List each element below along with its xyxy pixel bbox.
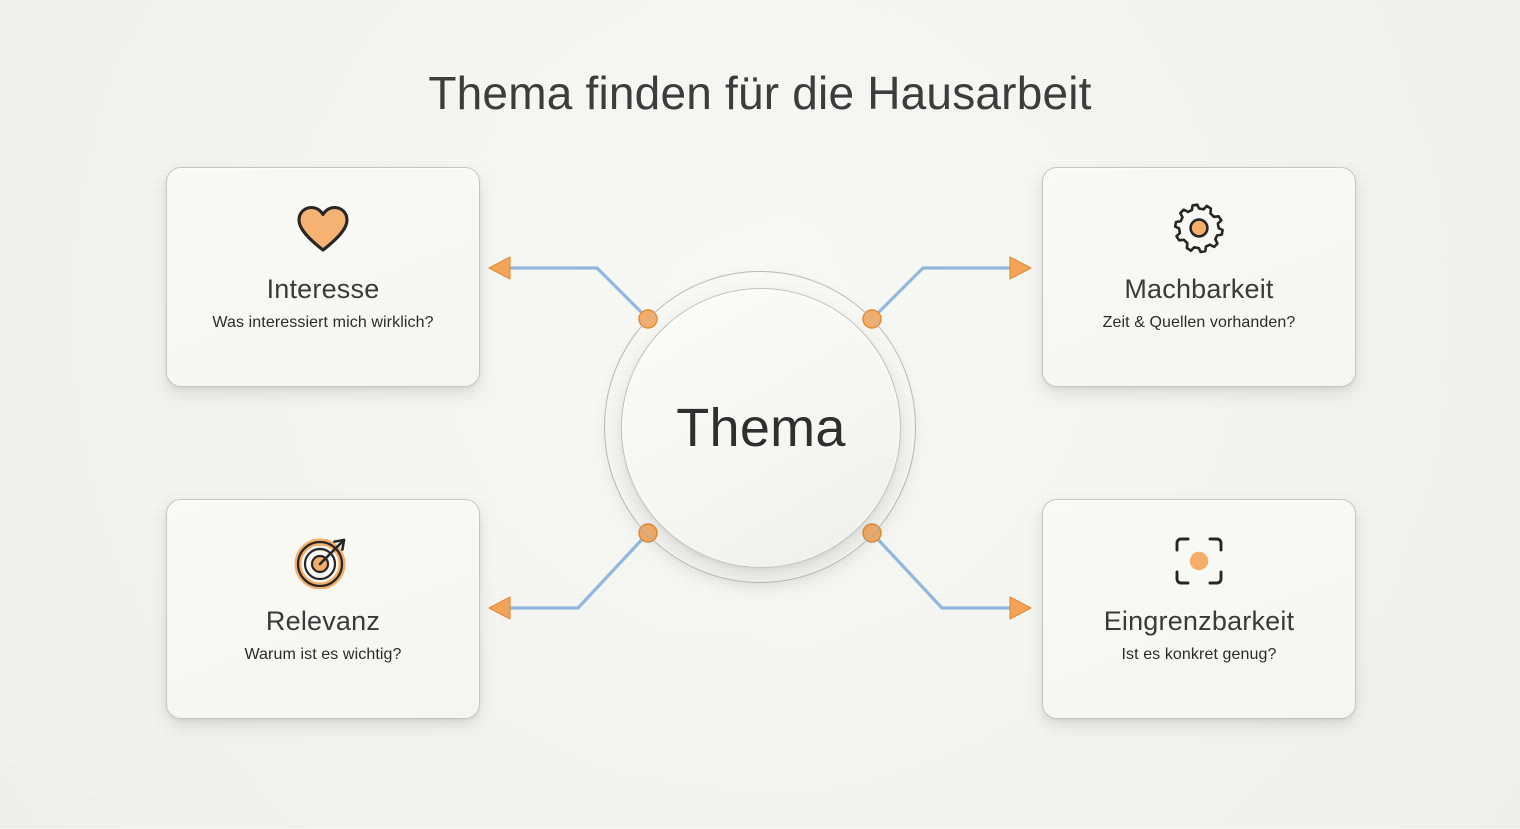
card-subtitle: Zeit & Quellen vorhanden?: [1102, 314, 1296, 331]
hub-disc: Thema: [621, 288, 901, 568]
central-node[interactable]: Thema: [604, 271, 916, 583]
card-relevanz[interactable]: Relevanz Warum ist es wichtig?: [166, 499, 480, 719]
card-subtitle: Was interessiert mich wirklich?: [212, 314, 434, 331]
connector-hub-to-interesse: [488, 256, 650, 321]
arrowhead-left-bottom: [488, 596, 511, 620]
arrowhead-right-top: [1009, 256, 1032, 280]
gear-icon: [1172, 200, 1226, 258]
card-title: Eingrenzbarkeit: [1103, 606, 1295, 636]
connector-hub-to-relevanz: [488, 531, 650, 620]
arrowhead-left-top: [488, 256, 511, 280]
hub-outer-ring: [604, 271, 916, 583]
card-subtitle: Warum ist es wichtig?: [244, 646, 402, 663]
connector-hub-to-machbarkeit: [870, 256, 1032, 321]
page-title: Thema finden für die Hausarbeit: [428, 67, 1092, 119]
focus-frame-icon: [1172, 532, 1226, 590]
card-interesse[interactable]: Interesse Was interessiert mich wirklich…: [166, 167, 480, 387]
card-title: Machbarkeit: [1124, 274, 1274, 304]
arrowhead-right-bottom: [1009, 596, 1032, 620]
card-subtitle: Ist es konkret genug?: [1121, 646, 1277, 663]
heart-icon: [295, 200, 351, 258]
connector-hub-to-eingrenzbarkeit: [870, 531, 1032, 620]
hub-label: Thema: [676, 398, 846, 458]
card-machbarkeit[interactable]: Machbarkeit Zeit & Quellen vorhanden?: [1042, 167, 1356, 387]
card-eingrenzbarkeit[interactable]: Eingrenzbarkeit Ist es konkret genug?: [1042, 499, 1356, 719]
card-title: Relevanz: [265, 606, 381, 636]
card-title: Interesse: [266, 274, 380, 304]
target-icon: [294, 532, 352, 590]
